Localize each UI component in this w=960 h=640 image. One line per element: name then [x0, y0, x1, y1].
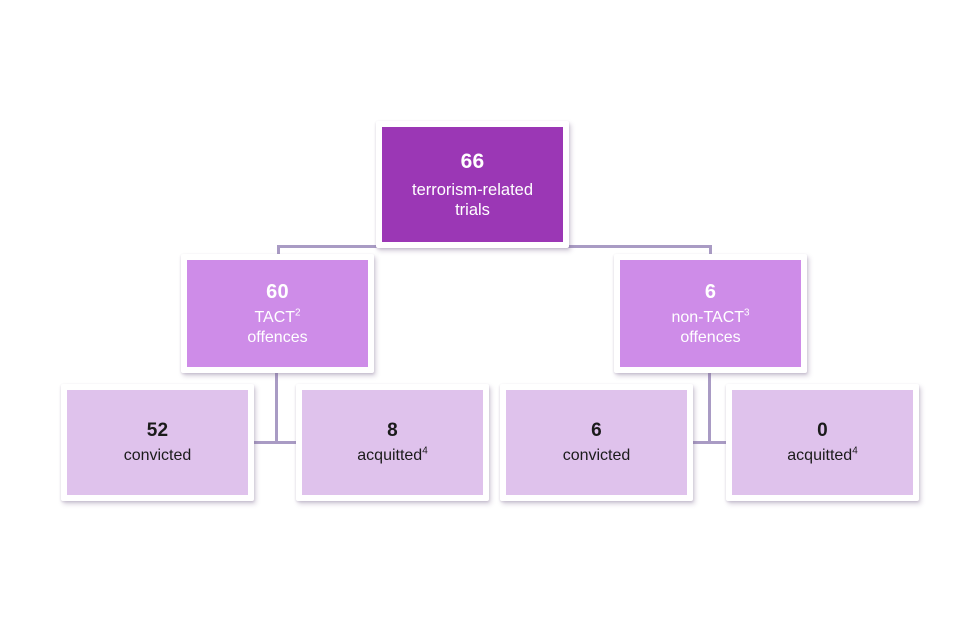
node-non-tact-acquitted-label-text: acquitted — [787, 447, 853, 465]
node-non-tact-acquitted-footnote-marker: 4 — [852, 446, 858, 457]
node-tact-offences[interactable]: 60 TACT2 offences — [181, 254, 374, 373]
node-non-tact-convicted[interactable]: 6 convicted — [500, 384, 693, 501]
node-terrorism-related-trials-fill: 66 terrorism-related trials — [382, 127, 563, 242]
node-tact-acquitted[interactable]: 8 acquitted4 — [296, 384, 489, 501]
node-non-tact-offences-value: 6 — [704, 280, 717, 303]
node-non-tact-acquitted-fill: 0 acquitted4 — [732, 390, 913, 495]
node-non-tact-acquitted[interactable]: 0 acquitted4 — [726, 384, 919, 501]
connector-non-tact-horizontal — [678, 441, 744, 444]
node-tact-offences-value: 60 — [266, 280, 289, 303]
node-tact-label-line2: offences — [247, 328, 308, 346]
node-terrorism-related-trials-label: terrorism-related trials — [412, 180, 533, 220]
node-non-tact-label-line2: offences — [680, 328, 741, 346]
node-tact-offences-fill: 60 TACT2 offences — [187, 260, 368, 367]
node-non-tact-offences-fill: 6 non-TACT3 offences — [620, 260, 801, 367]
node-tact-acquitted-label-text: acquitted — [357, 447, 423, 465]
node-tact-convicted-value: 52 — [146, 420, 169, 442]
node-tact-acquitted-value: 8 — [387, 420, 398, 442]
node-tact-offences-label: TACT2 offences — [247, 308, 307, 347]
node-non-tact-acquitted-label: acquitted4 — [787, 446, 857, 466]
node-tact-footnote-marker: 2 — [295, 307, 301, 319]
node-non-tact-acquitted-value: 0 — [817, 420, 828, 442]
node-root-label-line1: terrorism-related — [411, 180, 534, 199]
connector-root-to-tact — [277, 245, 280, 262]
connector-root-to-non-tact — [709, 245, 712, 262]
node-tact-acquitted-label: acquitted4 — [357, 446, 427, 466]
node-non-tact-convicted-fill: 6 convicted — [506, 390, 687, 495]
node-tact-acquitted-footnote-marker: 4 — [422, 446, 428, 457]
node-non-tact-convicted-label: convicted — [562, 447, 631, 465]
node-terrorism-related-trials-value: 66 — [460, 150, 485, 174]
node-tact-acquitted-fill: 8 acquitted4 — [302, 390, 483, 495]
node-non-tact-footnote-marker: 3 — [744, 307, 750, 319]
connector-non-tact-stem — [708, 367, 711, 443]
connector-tact-stem — [275, 367, 278, 443]
node-tact-label-line1: TACT — [254, 309, 296, 327]
node-non-tact-offences-label: non-TACT3 offences — [671, 308, 749, 347]
node-non-tact-offences[interactable]: 6 non-TACT3 offences — [614, 254, 807, 373]
connector-tact-horizontal — [245, 441, 311, 444]
node-tact-convicted-label: convicted — [123, 447, 192, 465]
node-tact-convicted[interactable]: 52 convicted — [61, 384, 254, 501]
node-terrorism-related-trials[interactable]: 66 terrorism-related trials — [376, 121, 569, 248]
node-tact-convicted-fill: 52 convicted — [67, 390, 248, 495]
node-root-label-line2: trials — [455, 200, 490, 219]
node-non-tact-label-line1: non-TACT — [671, 309, 745, 327]
node-non-tact-convicted-value: 6 — [591, 420, 602, 442]
